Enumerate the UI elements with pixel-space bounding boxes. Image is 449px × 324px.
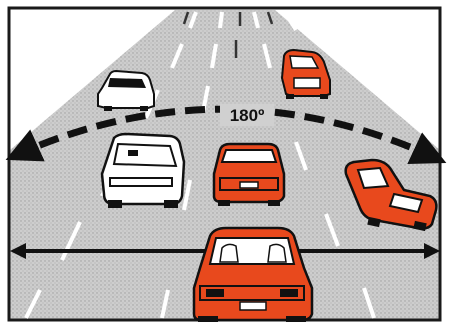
red-car-icon [214, 144, 284, 206]
white-car-icon [102, 134, 184, 208]
red-car-icon [194, 228, 312, 322]
angle-label: 180º [230, 106, 265, 125]
